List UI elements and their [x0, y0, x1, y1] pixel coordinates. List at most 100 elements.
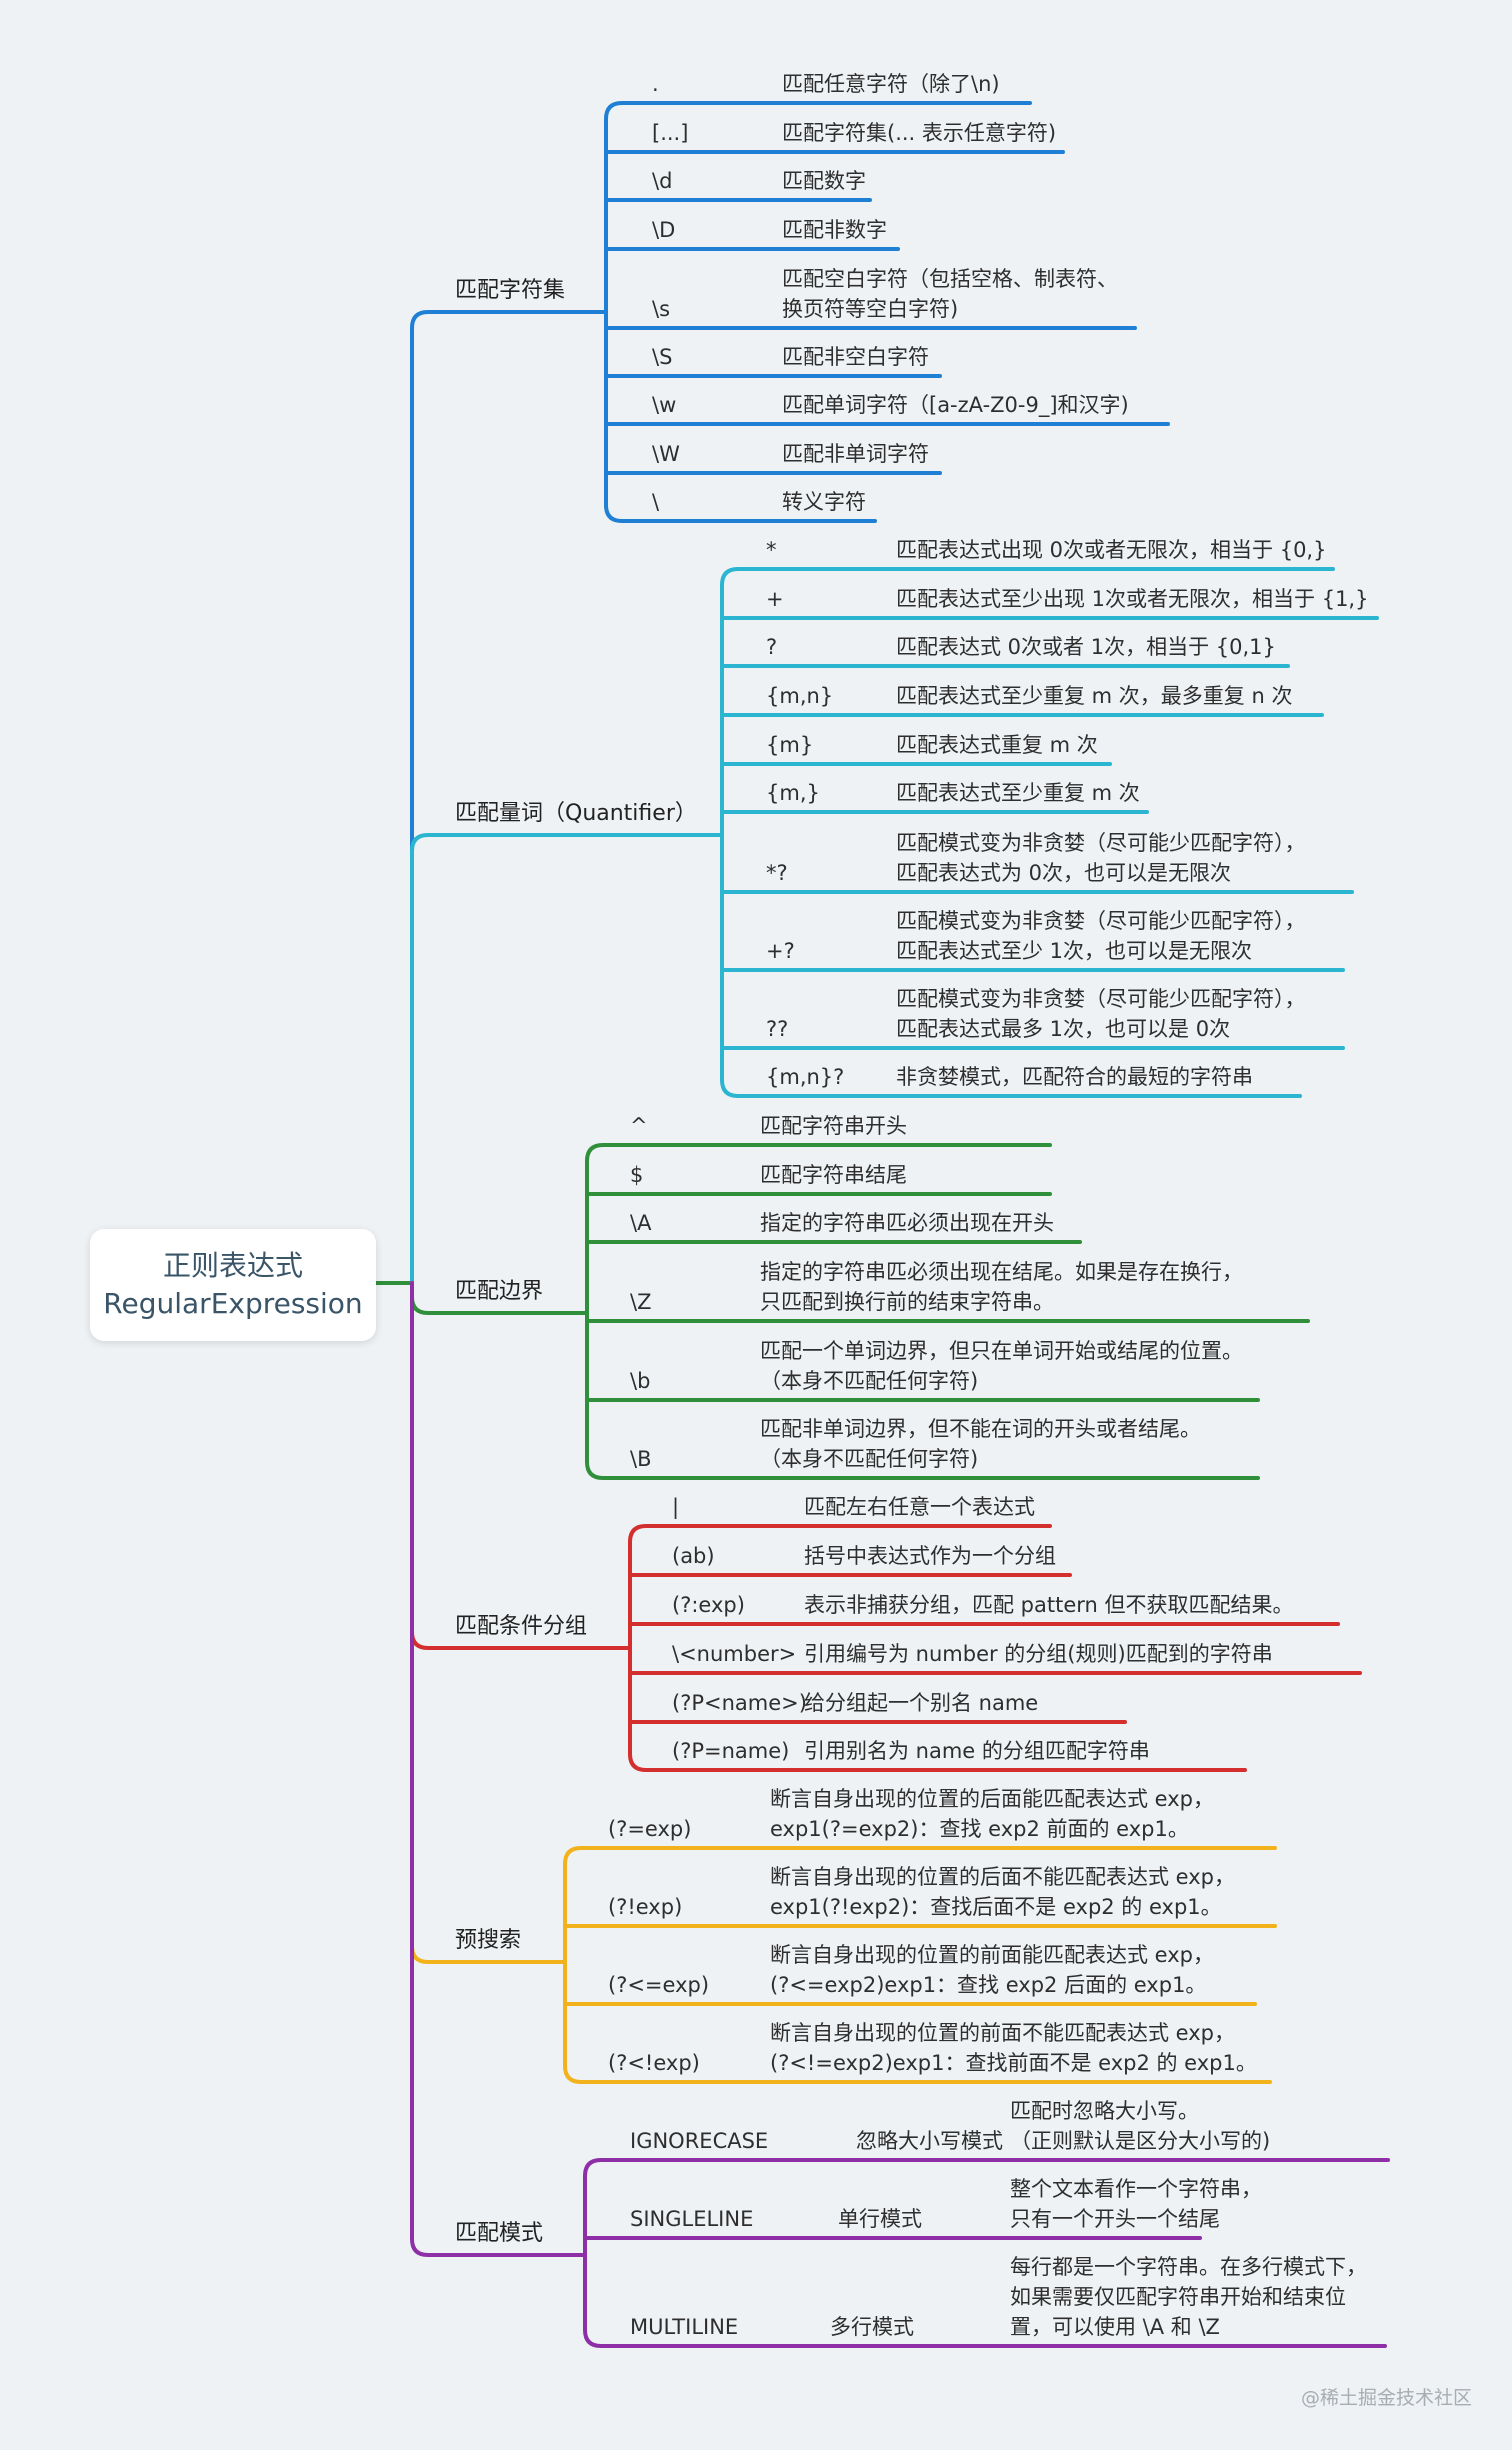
leaf-description: 如果需要仅匹配字符串开始和结束位: [1010, 2285, 1346, 2309]
leaf-key: \D: [652, 218, 676, 242]
leaf-description: （本身不匹配任何字符): [760, 1369, 979, 1393]
leaf-description: 匹配非数字: [782, 218, 887, 242]
branch-connector-5: [410, 1281, 587, 2257]
leaf-description: 匹配字符串结尾: [760, 1163, 907, 1187]
branch-connector-1: [410, 833, 724, 1285]
leaf-description: 指定的字符串匹必须出现在结尾。如果是存在换行，: [760, 1260, 1243, 1284]
branch-label: 匹配量词（Quantifier）: [455, 801, 697, 826]
leaf-key: (?!exp): [608, 1895, 683, 1919]
leaf-key: SINGLELINE: [630, 2207, 754, 2231]
leaf-description: （正则默认是区分大小写的): [1010, 2129, 1271, 2153]
leaf-description: 断言自身出现的位置的后面不能匹配表达式 exp，: [770, 1865, 1235, 1889]
leaf-description: 只匹配到换行前的结束字符串。: [760, 1290, 1054, 1314]
leaf-key: (?P<name>): [672, 1691, 807, 1715]
leaf-key: \A: [630, 1211, 652, 1235]
leaf-key: {m,n}: [766, 684, 834, 708]
leaf-line: [604, 101, 1032, 121]
leaf-key: (ab): [672, 1544, 715, 1568]
leaf-description: 整个文本看作一个字符串，: [1010, 2177, 1262, 2201]
leaf-key: \W: [652, 442, 680, 466]
leaf-description: 匹配模式变为非贪婪（尽可能少匹配字符），: [896, 909, 1306, 933]
leaf-line: [604, 503, 877, 523]
leaf-description: 引用编号为 number 的分组(规则)匹配到的字符串: [804, 1642, 1273, 1666]
leaf-description: 非贪婪模式，匹配符合的最短的字符串: [896, 1065, 1253, 1089]
leaf-key: MULTILINE: [630, 2315, 739, 2339]
leaf-key: {m,n}?: [766, 1065, 845, 1089]
leaf-description: 断言自身出现的位置的后面能匹配表达式 exp，: [770, 1787, 1214, 1811]
leaf-key: ^: [630, 1114, 648, 1138]
leaf-description: (?<!=exp2)exp1：查找前面不是 exp2 的 exp1。: [770, 2051, 1257, 2075]
leaf-key: (?P=name): [672, 1739, 790, 1763]
leaf-key: (?<!exp): [608, 2051, 700, 2075]
leaf-description: 给分组起一个别名 name: [804, 1691, 1039, 1715]
branch-label: 匹配模式: [455, 2221, 544, 2246]
leaf-description: 匹配任意字符（除了\n): [782, 72, 1000, 96]
leaf-key: \: [652, 490, 660, 514]
leaf-key: .: [652, 72, 659, 96]
leaf-key: (?:exp): [672, 1593, 745, 1617]
leaf-description: exp1(?=exp2)：查找 exp2 前面的 exp1。: [770, 1817, 1189, 1841]
leaf-key: $: [630, 1163, 644, 1187]
leaf-description: 匹配数字: [782, 169, 866, 193]
branch-label: 预搜索: [455, 1928, 522, 1953]
leaf-line: [720, 1078, 1302, 1098]
leaf-key: *?: [766, 861, 788, 885]
leaf-line: [585, 1460, 1260, 1480]
leaf-key: IGNORECASE: [630, 2129, 769, 2153]
leaf-key: (?<=exp): [608, 1973, 710, 1997]
root-subtitle: RegularExpression: [103, 1287, 363, 1320]
leaf-description: 匹配模式变为非贪婪（尽可能少匹配字符），: [896, 831, 1306, 855]
leaf-description: 匹配表达式至少 1次，也可以是无限次: [896, 939, 1253, 963]
watermark: @稀土掘金技术社区: [1300, 2387, 1472, 2409]
leaf-description: 置，可以使用 \A 和 \Z: [1010, 2315, 1220, 2339]
leaf-key: \b: [630, 1369, 651, 1393]
leaf-description: 括号中表达式作为一个分组: [804, 1544, 1056, 1568]
leaf-description: 转义字符: [782, 490, 866, 514]
leaf-description: 匹配单词字符（[a-zA-Z0-9_]和汉字): [782, 393, 1129, 417]
leaf-description: 匹配非空白字符: [782, 345, 929, 369]
leaf-key: (?=exp): [608, 1817, 692, 1841]
leaf-key: \d: [652, 169, 673, 193]
branch-label: 匹配条件分组: [455, 1614, 588, 1639]
leaf-mode-name: 单行模式: [838, 2207, 922, 2231]
leaf-description: 匹配表达式至少重复 m 次，最多重复 n 次: [896, 684, 1293, 708]
leaf-line: [628, 1752, 1247, 1772]
leaf-key: \Z: [630, 1290, 652, 1314]
leaf-key: \w: [652, 393, 677, 417]
leaf-description: 匹配表达式重复 m 次: [896, 733, 1098, 757]
leaf-mode-name: 忽略大小写模式: [856, 2129, 1003, 2153]
leaf-key: {m}: [766, 733, 814, 757]
leaf-description: exp1(?!exp2)：查找后面不是 exp2 的 exp1。: [770, 1895, 1222, 1919]
leaf-line: [563, 2064, 1272, 2084]
leaf-description: 匹配一个单词边界，但只在单词开始或结尾的位置。: [760, 1339, 1243, 1363]
branch-label: 匹配边界: [455, 1279, 544, 1304]
leaf-line: [583, 2158, 1390, 2178]
leaf-description: 匹配非单词边界，但不能在词的开头或者结尾。: [760, 1417, 1201, 1441]
leaf-description: 匹配表达式至少出现 1次或者无限次，相当于 {1,}: [896, 587, 1369, 611]
leaf-description: 匹配表达式出现 0次或者无限次，相当于 {0,}: [896, 538, 1327, 562]
leaf-key: \<number>: [672, 1642, 797, 1666]
leaf-description: 换页符等空白字符): [782, 297, 959, 321]
leaf-description: 匹配字符集(... 表示任意字符): [782, 121, 1057, 145]
leaf-key: \s: [652, 297, 671, 321]
leaf-key: [...]: [652, 121, 689, 145]
leaf-key: +?: [766, 939, 795, 963]
leaf-mode-name: 多行模式: [830, 2315, 914, 2339]
leaf-description: 引用别名为 name 的分组匹配字符串: [804, 1739, 1150, 1763]
leaf-description: 匹配表达式最多 1次，也可以是 0次: [896, 1017, 1231, 1041]
branch-connector-3: [410, 1281, 632, 1650]
leaf-description: 匹配表达式 0次或者 1次，相当于 {0,1}: [896, 635, 1276, 659]
leaf-line: [720, 567, 1335, 587]
leaf-key: |: [672, 1495, 680, 1519]
leaf-description: 匹配空白字符（包括空格、制表符、: [782, 267, 1118, 291]
leaf-line: [585, 1143, 1052, 1163]
leaf-key: *: [766, 538, 777, 562]
leaf-description: 表示非捕获分组，匹配 pattern 但不获取匹配结果。: [804, 1593, 1294, 1617]
branch-label: 匹配字符集: [455, 278, 566, 303]
leaf-description: (?<=exp2)exp1：查找 exp2 后面的 exp1。: [770, 1973, 1207, 1997]
leaf-description: 每行都是一个字符串。在多行模式下，: [1010, 2255, 1367, 2279]
leaf-description: 指定的字符串匹必须出现在开头: [760, 1211, 1054, 1235]
leaf-key: \S: [652, 345, 673, 369]
leaf-line: [628, 1524, 1052, 1544]
